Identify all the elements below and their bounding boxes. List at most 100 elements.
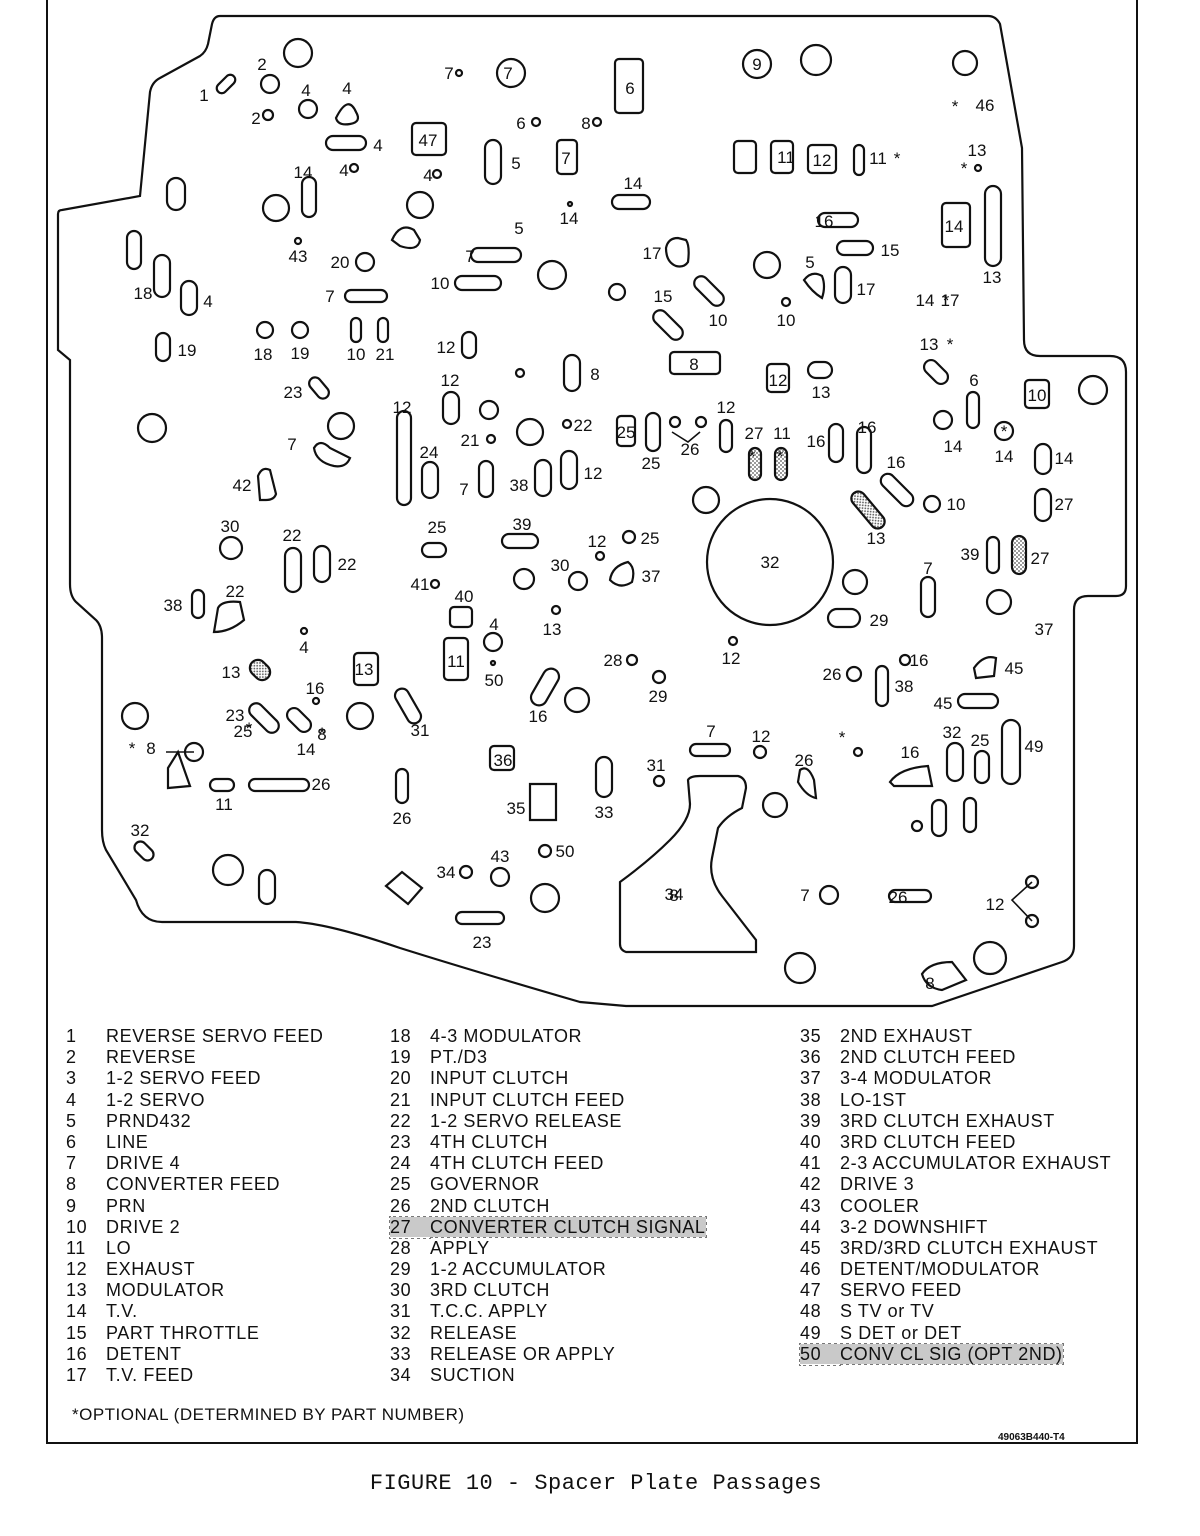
legend-label: DETENT/MODULATOR	[840, 1259, 1040, 1280]
passage-hole	[442, 636, 470, 682]
optional-asterisk-icon: *	[246, 719, 253, 738]
passage-label: 12	[437, 338, 456, 357]
passage-hole	[920, 960, 968, 992]
passage-label: 4	[373, 136, 382, 155]
legend-label: 4TH CLUTCH FEED	[430, 1153, 605, 1174]
passage-label: 10	[1028, 386, 1047, 405]
passage-hole	[248, 658, 272, 682]
passage-label: 19	[178, 341, 197, 360]
passage-hole	[215, 73, 237, 95]
passage-label: 11	[447, 652, 465, 671]
passage-hole	[761, 791, 789, 819]
passage-hole	[285, 706, 313, 734]
passage-label: 10	[947, 495, 966, 514]
passage-label: 6	[516, 114, 525, 133]
passage-hole	[930, 798, 948, 838]
passage-label: 5	[805, 253, 814, 272]
passage-label: 26	[681, 440, 700, 459]
passage-label: 28	[604, 651, 623, 670]
legend-label: 2ND EXHAUST	[840, 1026, 973, 1046]
passage-hole	[345, 701, 375, 731]
passage-hole	[688, 742, 732, 758]
passage-label: 2	[257, 55, 266, 74]
passage-hole	[985, 588, 1013, 616]
passage-hole	[1033, 487, 1053, 523]
passage-label: 12	[717, 398, 736, 417]
passage-hole	[133, 840, 155, 862]
passage-hole	[608, 560, 635, 587]
passage-label: 32	[131, 821, 150, 840]
legend-number: 7	[66, 1153, 77, 1174]
passage-hole	[874, 664, 890, 708]
passage-label: 13	[222, 663, 241, 682]
passage-hole	[529, 882, 561, 914]
passage-hole	[594, 755, 614, 799]
legend-number: 30	[390, 1280, 412, 1301]
passage-label: 10	[431, 274, 450, 293]
legend-label: PRN	[106, 1195, 146, 1216]
passage-hole	[136, 412, 168, 444]
legend-number: 1	[66, 1026, 77, 1046]
legend-label: 3RD/3RD CLUTCH EXHAUST	[840, 1237, 1099, 1258]
passage-hole	[308, 376, 330, 400]
passage-label: 14	[916, 291, 935, 310]
passage-hole	[458, 864, 474, 880]
passage-hole	[299, 626, 309, 636]
passage-label: 16	[815, 212, 834, 231]
passage-label: 25	[617, 423, 636, 442]
legend-label: 4-3 MODULATOR	[430, 1026, 583, 1046]
passage-label: 12	[584, 464, 603, 483]
passage-hole	[610, 193, 652, 211]
legend-number: 37	[800, 1068, 822, 1089]
passage-hole	[1024, 874, 1040, 890]
passage-label: 29	[870, 611, 889, 630]
passage-hole	[835, 239, 875, 257]
passage-hole	[594, 550, 606, 562]
legend-label: DRIVE 3	[840, 1174, 915, 1195]
passage-label: 4	[299, 638, 308, 657]
passage-label: 14	[624, 174, 643, 193]
legend-number: 50	[800, 1343, 822, 1364]
optional-asterisk-icon: *	[947, 335, 954, 354]
passage-label: 8	[689, 355, 698, 374]
legend-label: 3-4 MODULATOR	[840, 1068, 993, 1089]
passage-hole	[489, 659, 497, 667]
passage-hole	[945, 741, 965, 783]
passage-hole	[732, 139, 758, 175]
passage-label: 14	[995, 447, 1014, 466]
passage-hole	[826, 607, 862, 629]
passage-label: 14	[297, 740, 316, 759]
legend-label: DETENT	[106, 1343, 182, 1364]
legend-label: PRND432	[106, 1110, 192, 1131]
figure-frame	[46, 0, 1138, 1444]
passage-hole	[441, 390, 461, 426]
passage-label: 14	[944, 437, 963, 456]
passage-hole	[973, 749, 991, 785]
legend-number: 25	[390, 1174, 412, 1195]
passage-hole	[773, 446, 789, 482]
legend-label: T.C.C. APPLY	[430, 1301, 548, 1322]
legend-label: SERVO FEED	[840, 1280, 962, 1301]
passage-label: 21	[376, 345, 395, 364]
legend-label: S TV or TV	[840, 1301, 935, 1322]
passage-label: 7	[503, 64, 512, 83]
legend-label: RELEASE	[430, 1322, 518, 1343]
passage-label: 43	[491, 847, 510, 866]
passage-hole	[671, 431, 701, 443]
passage-label: 18	[254, 345, 273, 364]
passage-hole	[567, 570, 589, 592]
passage-label: 33	[595, 803, 614, 822]
